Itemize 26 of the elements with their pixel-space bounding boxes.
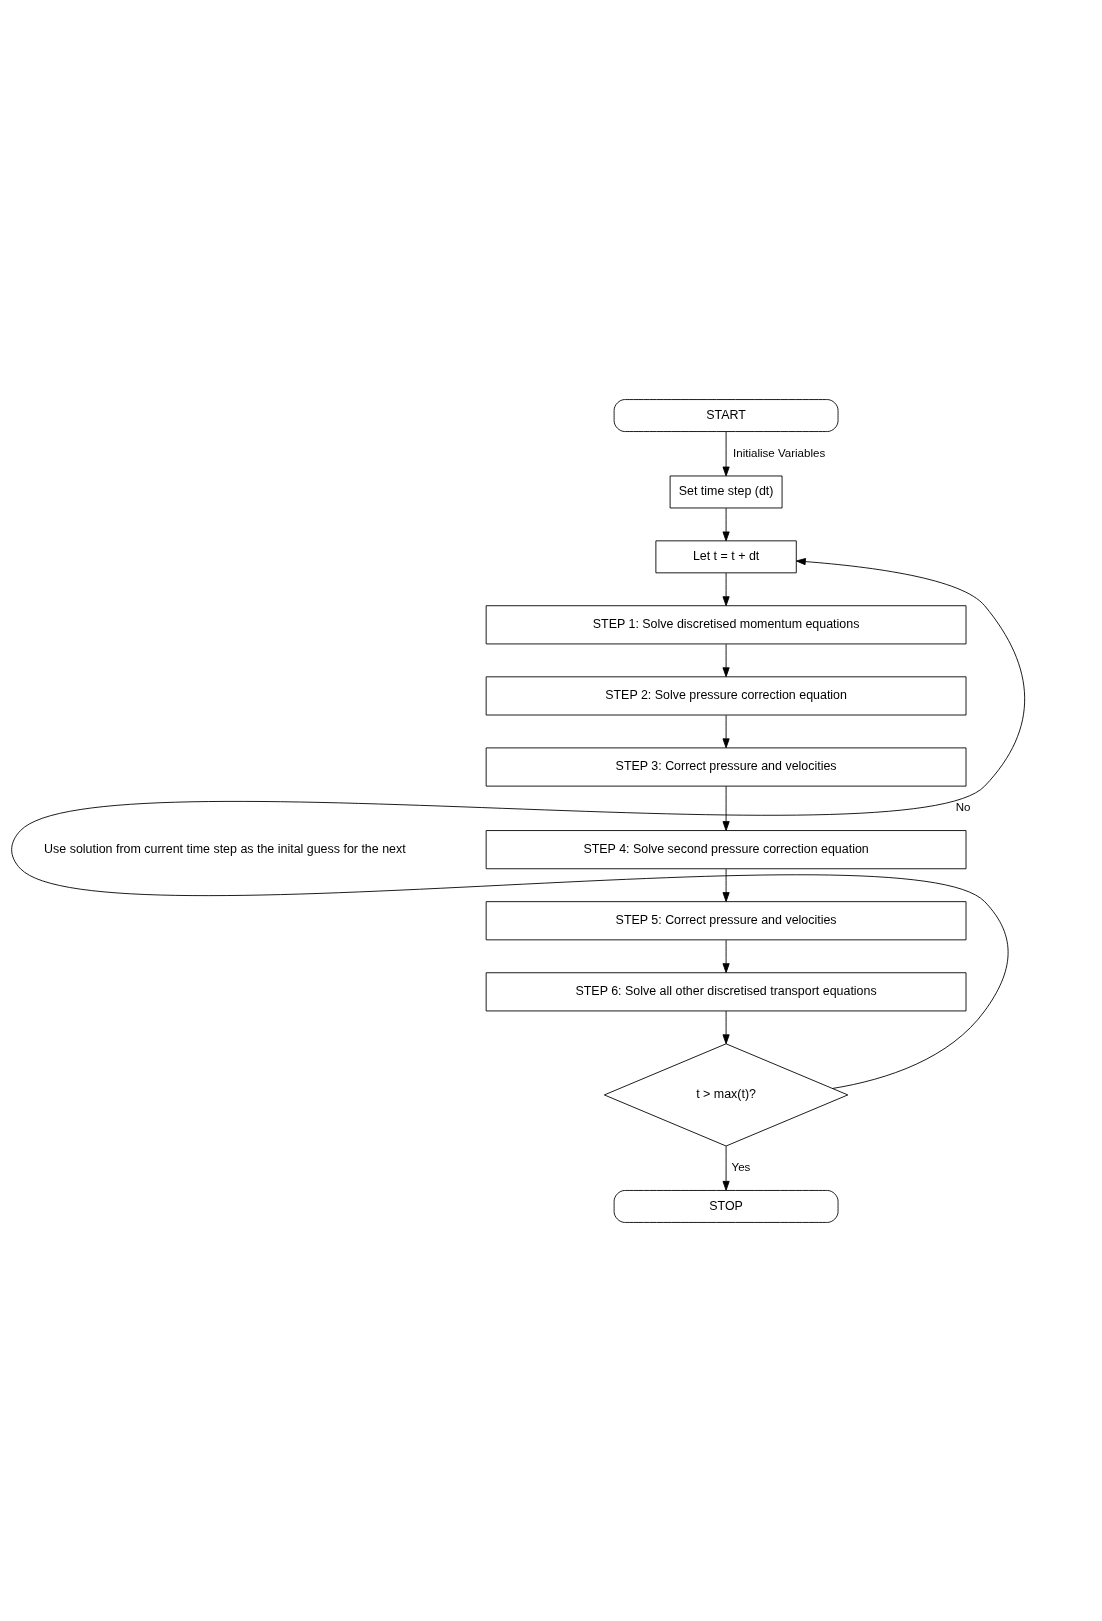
- node-box: STEP 3: Correct pressure and velocities: [485, 746, 967, 787]
- node-box: Set time step (dt): [669, 475, 783, 508]
- edge-label: No: [955, 800, 971, 813]
- node-box: STOP: [613, 1189, 839, 1223]
- edge-label: Yes: [731, 1160, 751, 1173]
- arrow: [722, 868, 730, 902]
- arrow: [722, 507, 730, 541]
- edge-label: Initialise Variables: [733, 446, 826, 459]
- node-box: STEP 5: Correct pressure and velocities: [485, 900, 967, 940]
- node-box: START: [613, 398, 839, 432]
- arrow: [722, 939, 730, 973]
- arrow: [722, 430, 730, 476]
- node-box: STEP 4: Solve second pressure correction equation: [485, 829, 967, 869]
- node-box: STEP 2: Solve pressure correction equation: [485, 675, 967, 715]
- arrow: [11, 557, 1026, 1089]
- arrow: [722, 714, 730, 748]
- arrow: [722, 572, 730, 606]
- arrow: [722, 643, 730, 677]
- arrow: [722, 785, 730, 831]
- node-box: STEP 1: Solve discretised momentum equations: [485, 604, 967, 644]
- node-box: STEP 6: Solve all other discretised transport equations: [485, 971, 967, 1011]
- arrow: [722, 1145, 730, 1191]
- node-diamond: t > max(t)?: [603, 1042, 849, 1146]
- node-box: Let t = t + dt: [655, 539, 797, 573]
- label: Use solution from current time step as the inital guess for the next: [44, 841, 406, 856]
- arrow: [722, 1010, 730, 1044]
